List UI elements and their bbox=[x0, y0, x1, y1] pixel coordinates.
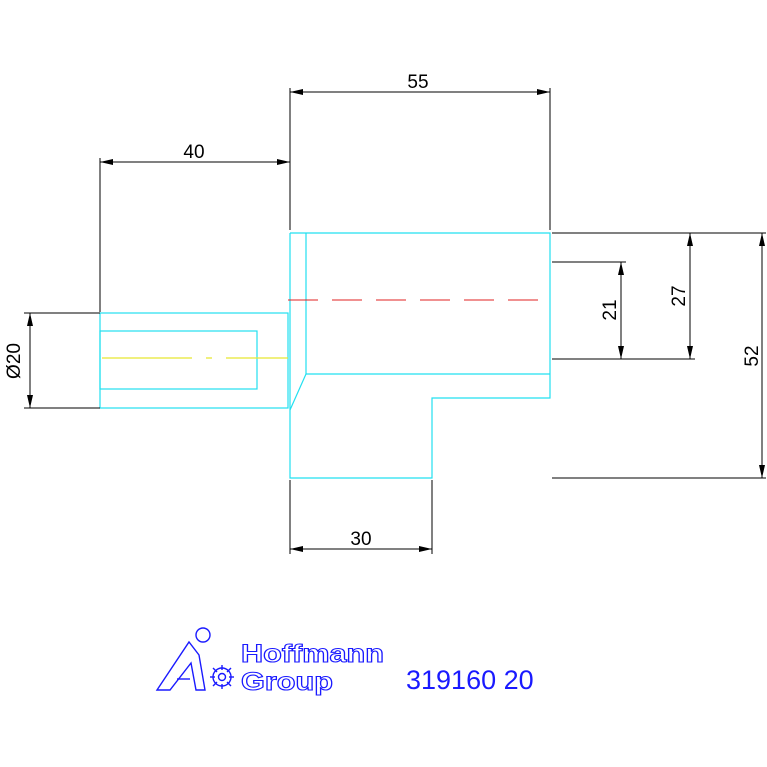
part-outline bbox=[99, 232, 551, 479]
hoffmann-logo-icon bbox=[155, 627, 234, 691]
dim-height-inner: 21 bbox=[600, 299, 621, 320]
dim-length-right: 55 bbox=[407, 72, 428, 93]
left-shaft-bore bbox=[99, 330, 258, 390]
dim-diameter: Ø20 bbox=[4, 343, 25, 379]
dim-height-total: 52 bbox=[742, 345, 763, 366]
dimension-lines bbox=[24, 88, 766, 554]
logo-name-line2: Group bbox=[241, 668, 333, 696]
part-number: 319160 20 bbox=[406, 665, 534, 695]
logo-name-line1: Hoffmann bbox=[241, 640, 384, 668]
dim-length-left: 40 bbox=[183, 142, 204, 163]
hoffmann-logo: Hoffmann Group bbox=[155, 627, 385, 697]
chamfer-line bbox=[289, 373, 307, 411]
dim-step-width: 30 bbox=[350, 529, 371, 550]
left-shaft bbox=[99, 312, 289, 409]
main-body bbox=[289, 232, 551, 479]
dim-height-mid: 27 bbox=[669, 285, 690, 306]
